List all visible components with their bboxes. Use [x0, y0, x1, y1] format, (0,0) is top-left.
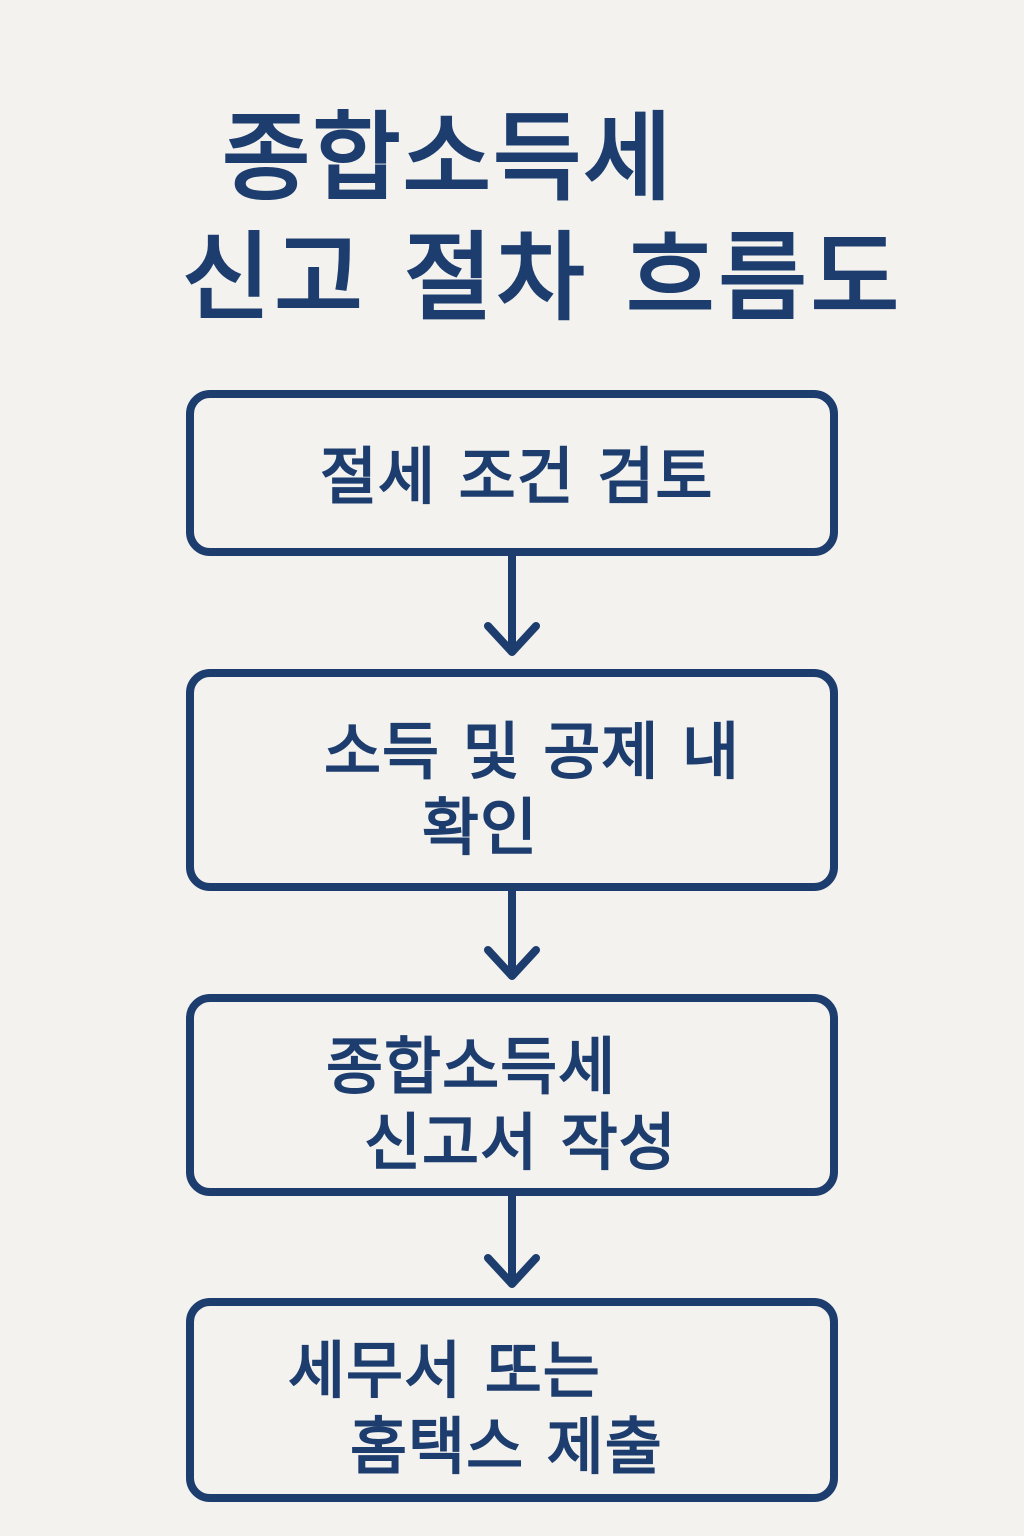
step-box-review-tax-saving: 절세 조건 검토	[186, 390, 838, 556]
step-3-label-line-2: 신고서 작성	[364, 1106, 677, 1179]
step-4-label-line-2: 홈택스 제출	[350, 1410, 663, 1483]
step-3-label-line-1: 종합소득세	[326, 1030, 617, 1103]
diagram-title-line-2: 신고 절차 흐름도	[182, 222, 904, 334]
step-box-write-tax-return: 종합소득세 신고서 작성	[186, 994, 838, 1196]
step-2-label-line-1: 소득 및 공제 내	[324, 715, 740, 788]
step-box-check-income-deductions: 소득 및 공제 내 확인	[186, 669, 838, 891]
diagram-title-line-1: 종합소득세	[222, 102, 674, 214]
step-2-label-line-2: 확인	[422, 791, 539, 864]
step-1-label: 절세 조건 검토	[320, 440, 714, 513]
step-4-label-line-1: 세무서 또는	[288, 1334, 601, 1407]
arrow-step3-to-step4	[484, 1192, 540, 1288]
arrow-step2-to-step3	[484, 887, 540, 980]
step-box-submit-to-office-or-hometax: 세무서 또는 홈택스 제출	[186, 1298, 838, 1502]
arrow-step1-to-step2	[484, 552, 540, 656]
